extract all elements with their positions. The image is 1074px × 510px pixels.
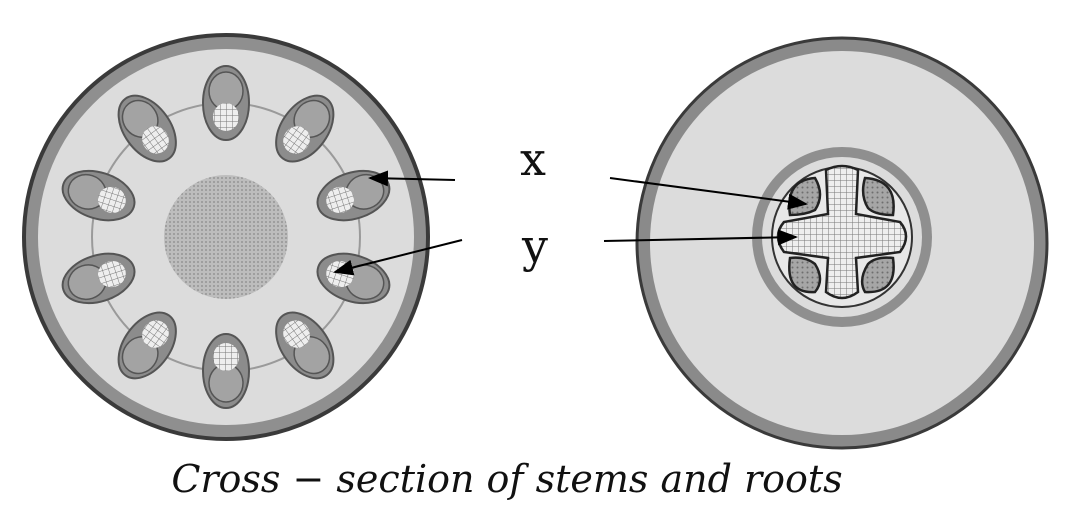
label-y: y — [521, 219, 548, 273]
pointer-arrows — [333, 170, 808, 276]
bundle-xylem — [326, 186, 355, 214]
vascular-bundles — [61, 65, 391, 409]
vascular-bundle — [202, 333, 250, 409]
stem-cross-section — [22, 33, 430, 441]
diagram-caption: Cross − section of stems and roots — [171, 457, 842, 501]
vascular-bundle — [117, 94, 177, 163]
phloem-patch — [788, 256, 822, 294]
bundle-xylem — [142, 126, 169, 154]
vascular-bundle — [275, 311, 335, 380]
bundle-xylem — [97, 260, 126, 288]
arrow-x-root — [609, 177, 808, 210]
root-cross-section — [635, 36, 1049, 450]
vascular-bundle — [117, 311, 177, 380]
bundle-xylem — [213, 343, 239, 371]
bundle-xylem — [283, 126, 310, 154]
bundle-xylem — [283, 320, 310, 348]
bundle-xylem — [213, 103, 239, 131]
vascular-bundle — [202, 65, 250, 141]
label-x: x — [520, 132, 546, 186]
vascular-bundle — [275, 94, 335, 163]
bundle-xylem — [142, 320, 169, 348]
arrow-x-stem — [368, 170, 456, 187]
arrow-y-stem — [333, 239, 463, 276]
phloem-patch — [860, 256, 895, 294]
vascular-bundle — [61, 169, 136, 222]
bundle-xylem — [97, 186, 126, 214]
arrow-y-root — [603, 229, 798, 246]
phloem-patch — [861, 176, 895, 217]
vascular-bundle — [61, 252, 136, 305]
stem-pith — [164, 175, 288, 299]
